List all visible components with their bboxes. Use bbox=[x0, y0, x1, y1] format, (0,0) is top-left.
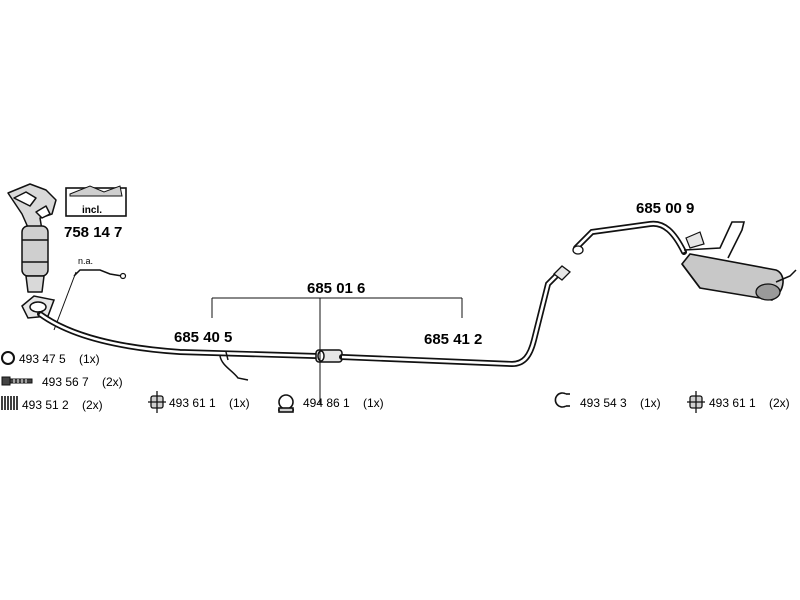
small-part-rubber-mount: 493 61 1 (1x) bbox=[148, 391, 250, 413]
assembly-bracket bbox=[211, 297, 463, 404]
front-pipe-part-number: 685 40 5 bbox=[174, 329, 232, 346]
small-part-rubber-mount-rear: 493 61 1 (2x) bbox=[687, 391, 790, 413]
rear-silencer-part-number: 685 00 9 bbox=[636, 200, 694, 217]
small-part-qty: (1x) bbox=[229, 396, 250, 410]
small-part-qty: (2x) bbox=[102, 375, 123, 389]
assembly-part-number: 685 01 6 bbox=[307, 280, 365, 297]
small-part-clip-clamp: 493 54 3 (1x) bbox=[554, 392, 661, 410]
small-part-qty: (2x) bbox=[82, 398, 103, 412]
rubber-mount-icon bbox=[687, 391, 705, 413]
kit-part-number: 758 14 7 bbox=[64, 224, 122, 241]
small-part-number: 493 54 3 bbox=[580, 396, 627, 410]
middle-pipe bbox=[339, 265, 571, 368]
small-part-qty: (1x) bbox=[640, 396, 661, 410]
small-part-bolt: 493 56 7 (2x) bbox=[1, 375, 123, 389]
front-pipe bbox=[37, 311, 319, 381]
small-part-qty: (1x) bbox=[363, 396, 384, 410]
gasket-kit: incl. 758 14 7 bbox=[64, 185, 127, 241]
small-part-gasket: 493 47 5 (1x) bbox=[1, 351, 100, 366]
clamp-icon bbox=[278, 394, 294, 413]
small-part-number: 493 56 7 bbox=[42, 375, 89, 389]
rear-silencer bbox=[572, 220, 797, 301]
small-part-number: 494 86 1 bbox=[303, 396, 350, 410]
clip-clamp-icon bbox=[554, 392, 570, 408]
rubber-mount-icon bbox=[148, 391, 166, 413]
small-part-number: 493 47 5 bbox=[19, 352, 66, 366]
small-part-qty: (2x) bbox=[769, 396, 790, 410]
lambda-sensor-note: n.a. bbox=[78, 256, 93, 266]
front-flange bbox=[21, 295, 56, 319]
bolt-icon bbox=[1, 376, 33, 386]
lambda-sensor: n.a. bbox=[53, 256, 127, 331]
small-part-number: 493 61 1 bbox=[169, 396, 216, 410]
small-part-number: 493 51 2 bbox=[22, 398, 69, 412]
small-part-clamp: 494 86 1 (1x) bbox=[278, 394, 384, 413]
small-part-number: 493 61 1 bbox=[709, 396, 756, 410]
spring-icon bbox=[1, 396, 18, 410]
small-part-spring: 493 51 2 (2x) bbox=[1, 396, 103, 412]
kit-incl-label: incl. bbox=[82, 205, 102, 216]
ring-gasket-icon bbox=[1, 351, 15, 365]
middle-pipe-part-number: 685 41 2 bbox=[424, 331, 482, 348]
small-part-qty: (1x) bbox=[79, 352, 100, 366]
manifold-catalytic-converter bbox=[7, 183, 57, 293]
